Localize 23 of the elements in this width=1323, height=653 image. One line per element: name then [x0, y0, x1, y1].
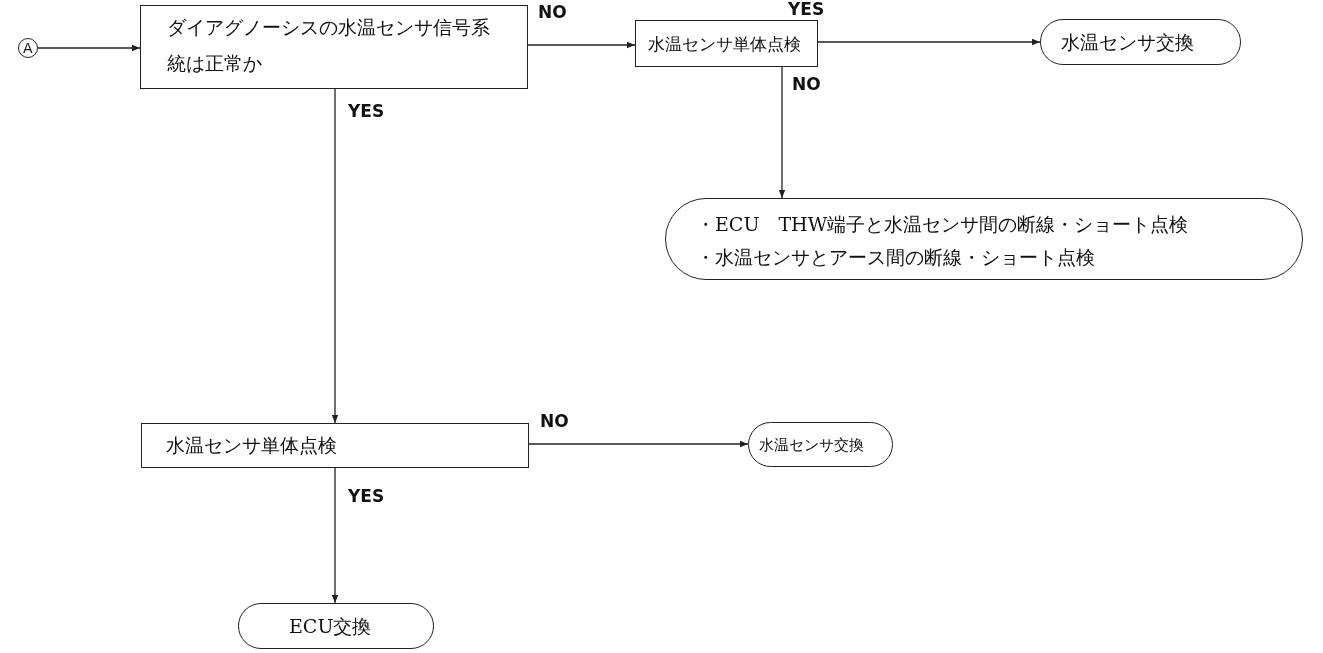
arrow [817, 38, 1041, 46]
node-text: 水温センサ単体点検 [166, 433, 337, 457]
process-box [635, 20, 818, 67]
process-box [141, 423, 529, 468]
arrow [778, 66, 786, 199]
arrow [331, 467, 339, 604]
terminal-box [1040, 19, 1241, 65]
arrow [331, 88, 339, 424]
node-text: ・ECU THW端子と水温センサ間の断線・ショート点検 [696, 212, 1189, 236]
node-text: A [23, 39, 33, 58]
node-text: ECU交換 [289, 614, 372, 638]
node-text: 水温センサ交換 [759, 435, 864, 456]
node-text: ダイアグノーシスの水温センサ信号系統は正常か [167, 15, 491, 76]
arrow [37, 44, 141, 52]
arrow [528, 440, 749, 448]
node-text: ・水温センサとアース間の断線・ショート点検 [696, 245, 1095, 269]
connector-circle [18, 38, 38, 58]
terminal-box [238, 603, 434, 649]
process-box [140, 5, 528, 89]
node-text: 水温センサ単体点検 [648, 33, 801, 56]
arrow [527, 41, 636, 49]
node-text: 水温センサ交換 [1061, 30, 1194, 54]
terminal-box [748, 422, 893, 467]
